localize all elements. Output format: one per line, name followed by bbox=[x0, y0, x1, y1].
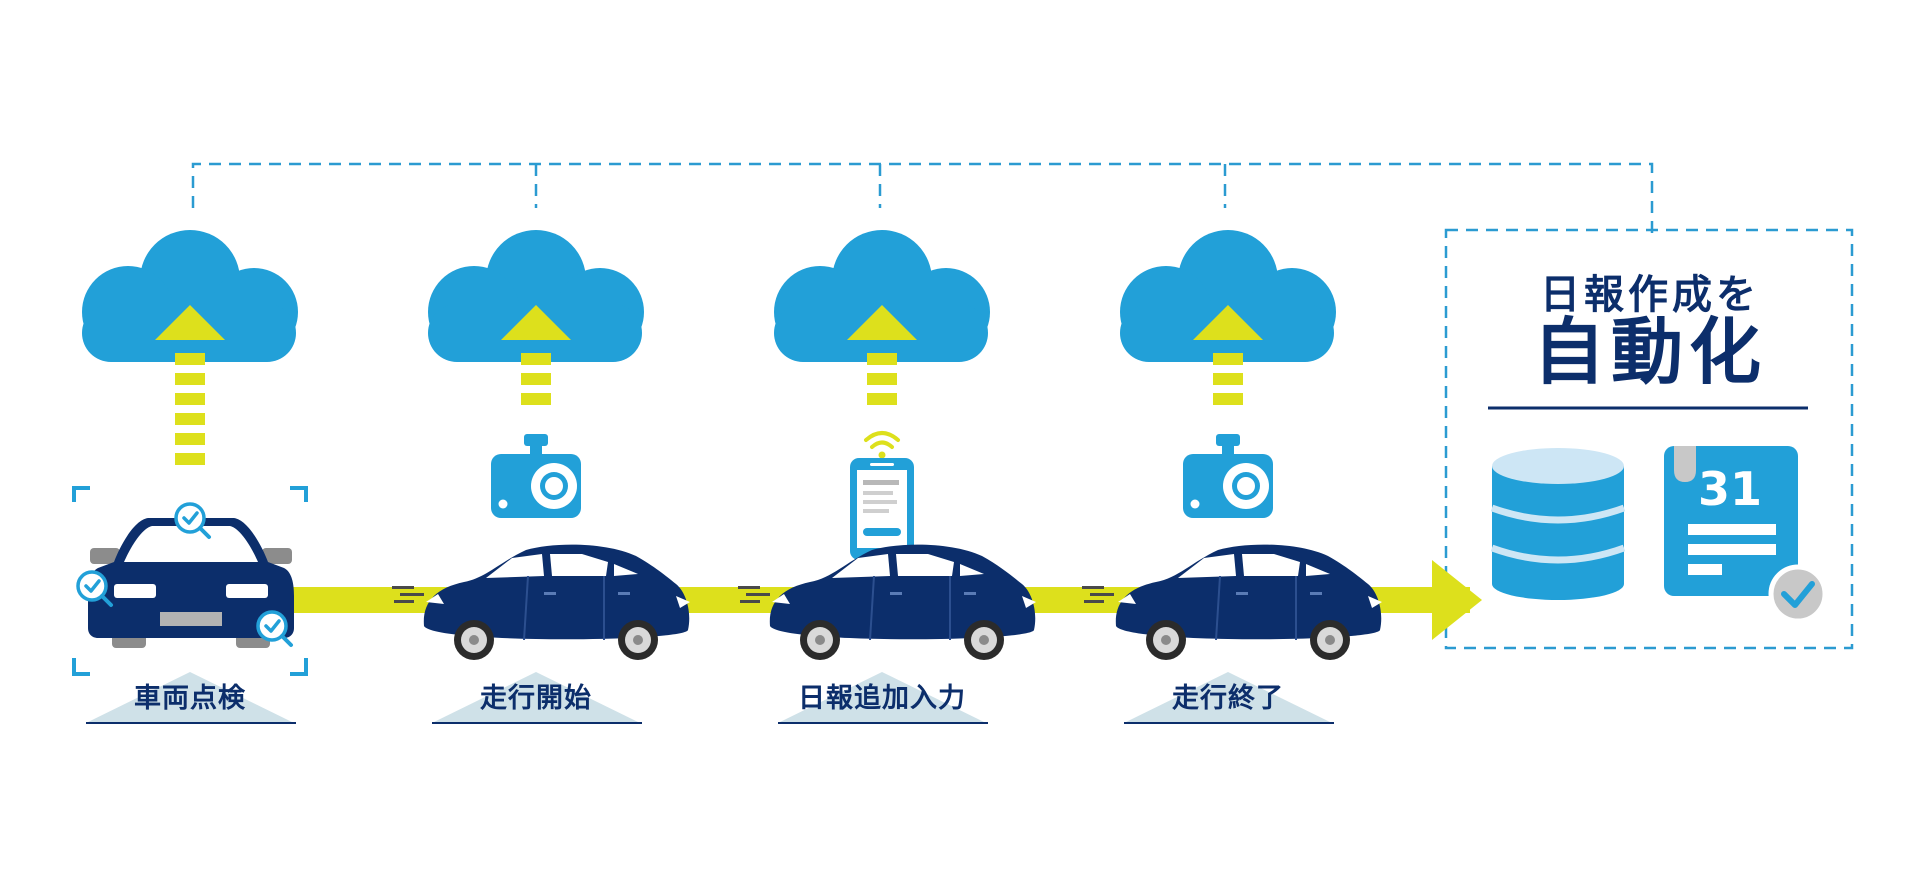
step-label-vehicle-inspection: 車両点検 bbox=[134, 683, 246, 714]
step-label-drive-end: 走行終了 bbox=[1172, 683, 1284, 714]
car-side-3 bbox=[1114, 543, 1383, 661]
summary-dashed-box bbox=[1444, 228, 1854, 650]
upload-cloud-2 bbox=[428, 230, 644, 405]
calendar-report-check-icon bbox=[1664, 446, 1828, 624]
car-side-2 bbox=[768, 543, 1037, 661]
upload-cloud-4 bbox=[1120, 230, 1336, 405]
car-side-1 bbox=[422, 543, 691, 661]
upload-cloud-1 bbox=[82, 230, 298, 465]
database-icon bbox=[1490, 448, 1626, 600]
label-pedestals bbox=[86, 672, 1334, 724]
dashcam-icon-1 bbox=[491, 434, 581, 518]
smartphone-wifi-icon bbox=[850, 431, 914, 560]
calendar-date-number: 31 bbox=[1697, 462, 1762, 516]
upload-cloud-3 bbox=[774, 230, 990, 405]
summary-title-line2: 自動化 bbox=[1532, 310, 1767, 394]
step-label-drive-start: 走行開始 bbox=[480, 683, 592, 714]
step-label-report-input: 日報追加入力 bbox=[798, 683, 966, 714]
inspection-frame bbox=[72, 486, 308, 676]
top-dashed-connector bbox=[191, 162, 1654, 236]
dashcam-icon-2 bbox=[1183, 434, 1273, 518]
vehicle-front-inspection-icon bbox=[88, 518, 294, 648]
summary-title-line1: 日報作成を bbox=[1540, 272, 1760, 318]
